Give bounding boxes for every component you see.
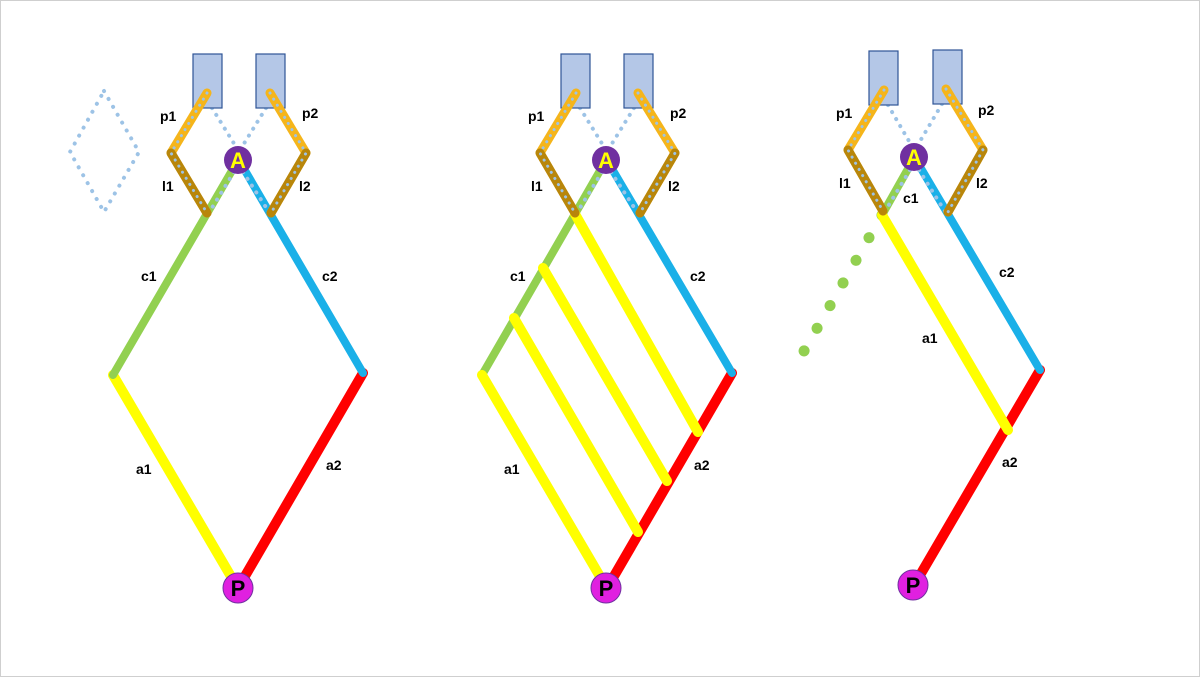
- label-c2: c2: [322, 268, 338, 284]
- bead-line-left: [538, 91, 578, 215]
- label-a2: a2: [326, 457, 342, 473]
- label-l2: l2: [976, 175, 988, 191]
- label-a2: a2: [694, 457, 710, 473]
- label-p2: p2: [978, 102, 995, 118]
- joint-a-label: A: [598, 148, 614, 173]
- dotted-overlay-c2: [241, 170, 273, 217]
- link-a1: [877, 210, 1013, 435]
- dotted-link-left: [210, 106, 240, 152]
- link-l1: [166, 148, 212, 218]
- dotted-overlay-c2: [609, 170, 641, 217]
- panel-2: A P p1 p2 l1 l2 c1 c2 a1 a2: [477, 53, 737, 604]
- joint-a: [592, 146, 620, 174]
- dotted-overlay-c1: [882, 168, 912, 215]
- link-p2-l2: [265, 88, 311, 218]
- link-c2: [912, 156, 1044, 374]
- joint-p: [222, 572, 254, 604]
- label-l1: l1: [531, 178, 543, 194]
- label-c2: c2: [690, 268, 706, 284]
- bead-line-left: [846, 88, 886, 213]
- panel-1: A P p1 p2 l1 l2 c1 c2 a1 a2: [67, 53, 368, 604]
- label-l1: l1: [839, 175, 851, 191]
- label-p2: p2: [670, 105, 687, 121]
- link-a1-copy-3: [570, 209, 703, 437]
- link-p1-l1: [535, 88, 581, 218]
- bead-line-right: [636, 91, 677, 215]
- bead-line-right: [944, 87, 985, 214]
- joint-p-label: P: [599, 576, 614, 601]
- link-p1-l1: [166, 88, 212, 218]
- dotted-link-right: [238, 106, 268, 152]
- dotted-link-right: [606, 106, 636, 152]
- label-p1: p1: [528, 108, 545, 124]
- label-a1: a1: [136, 461, 152, 477]
- label-a1: a1: [504, 461, 520, 477]
- label-c1: c1: [903, 190, 919, 206]
- link-a1-copy-1: [509, 313, 643, 537]
- label-a1: a1: [922, 330, 938, 346]
- link-c1-extension: [790, 209, 888, 371]
- label-l1: l1: [162, 178, 174, 194]
- joint-p-label: P: [906, 573, 921, 598]
- link-a2: [911, 365, 1045, 587]
- dotted-overlay-c2: [917, 168, 948, 215]
- ghost-diamond: [67, 86, 142, 217]
- joint-p-label: P: [231, 576, 246, 601]
- actuator-block-right: [255, 53, 286, 109]
- link-a1: [477, 370, 610, 590]
- panel-3: A P p1 p2 l1 l2 c1 c2 a1 a2: [790, 49, 1045, 601]
- label-l2: l2: [668, 178, 680, 194]
- link-a2: [236, 368, 368, 588]
- label-p2: p2: [302, 105, 319, 121]
- label-c2: c2: [999, 264, 1015, 280]
- label-p1: p1: [836, 105, 853, 121]
- label-c1: c1: [141, 268, 157, 284]
- joint-p: [897, 569, 929, 601]
- dotted-overlay-c1: [573, 170, 604, 218]
- dotted-overlay-c1: [205, 170, 236, 218]
- dotted-link-right: [914, 102, 944, 150]
- joint-a-label: A: [230, 148, 246, 173]
- label-a2: a2: [1002, 454, 1018, 470]
- bead-line-left: [169, 91, 209, 215]
- joint-p: [590, 572, 622, 604]
- dotted-link-left: [886, 103, 915, 150]
- link-a1: [108, 370, 241, 590]
- joint-a: [900, 143, 928, 171]
- link-c1: [109, 158, 241, 379]
- label-l2: l2: [299, 178, 311, 194]
- joint-a-label: A: [906, 145, 922, 170]
- joint-a: [224, 146, 252, 174]
- label-c1: c1: [510, 268, 526, 284]
- label-p1: p1: [160, 108, 177, 124]
- dotted-link-left: [578, 106, 608, 152]
- bead-line-right: [268, 91, 308, 215]
- link-a1-copy-2: [538, 263, 672, 486]
